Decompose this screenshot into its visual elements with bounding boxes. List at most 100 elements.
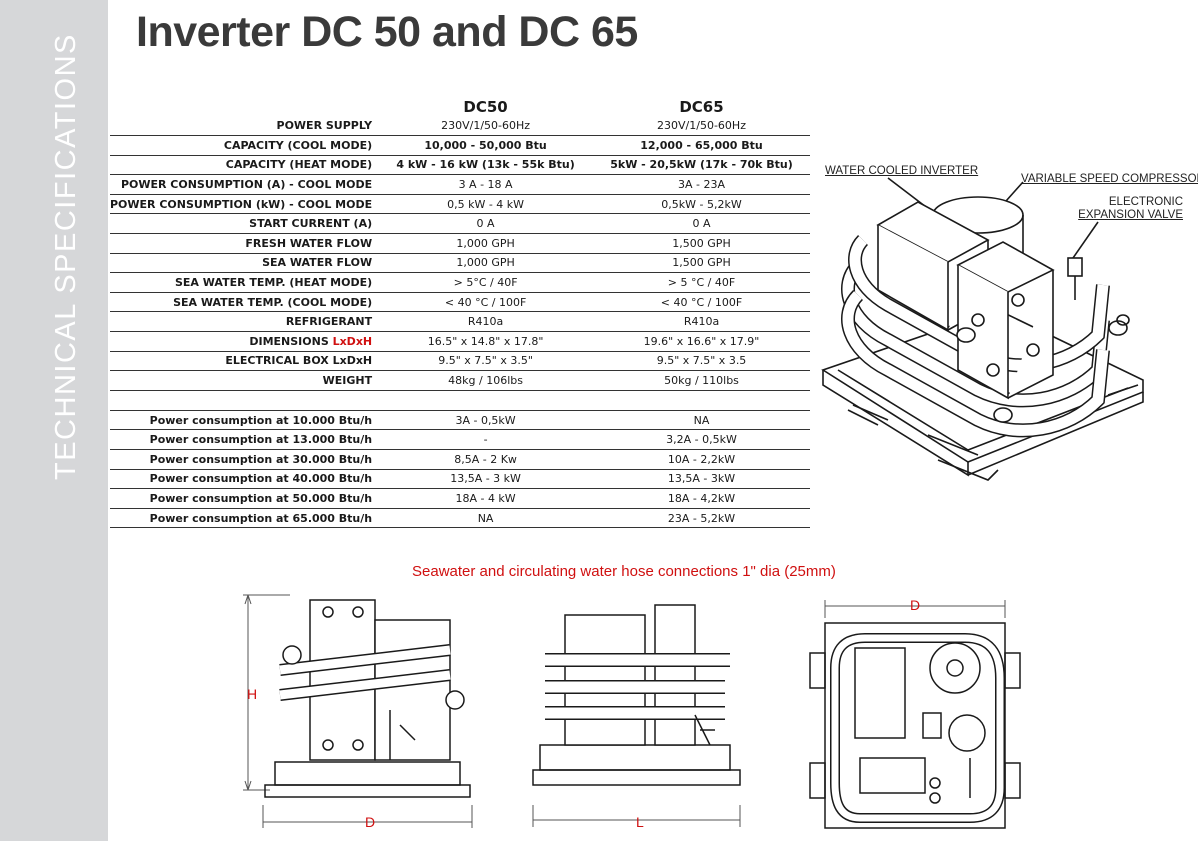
cell-dc65: 12,000 - 65,000 Btu: [593, 135, 810, 156]
row-label: CAPACITY (HEAT MODE): [110, 155, 379, 176]
cell-dc50: 18A - 4 kW: [378, 488, 594, 509]
hose-connection-note: Seawater and circulating water hose conn…: [412, 563, 836, 580]
cell-dc65: 1,500 GPH: [593, 253, 810, 274]
cell-dc65: 18A - 4,2kW: [593, 488, 810, 509]
power-row: Power consumption at 13.000 Btu/h-3,2A -…: [110, 429, 810, 450]
table-spacer-row: [110, 390, 810, 411]
power-row-label: Power consumption at 13.000 Btu/h: [110, 429, 379, 450]
cell-dc65: 3A - 23A: [593, 174, 810, 195]
cell-dc65: 3,2A - 0,5kW: [593, 429, 810, 450]
front-view-drawing: [243, 594, 473, 828]
row-label: CAPACITY (COOL MODE): [110, 135, 379, 156]
table-row: CAPACITY (HEAT MODE)4 kW - 16 kW (13k - …: [110, 155, 810, 176]
cell-dc65: 50kg / 110lbs: [593, 370, 810, 391]
power-row-label: Power consumption at 10.000 Btu/h: [110, 410, 379, 431]
row-label-red: LxDxH: [332, 334, 373, 348]
cell-dc50: 3 A - 18 A: [378, 174, 594, 195]
row-label: FRESH WATER FLOW: [110, 233, 379, 254]
cell-dc50: NA: [378, 508, 594, 529]
power-row-label: Power consumption at 50.000 Btu/h: [110, 488, 379, 509]
page-title: Inverter DC 50 and DC 65: [136, 8, 638, 56]
cell-dc65: 5kW - 20,5kW (17k - 70k Btu): [593, 155, 810, 176]
table-row: SEA WATER TEMP. (HEAT MODE)> 5°C / 40F> …: [110, 272, 810, 293]
cell-dc50: < 40 °C / 100F: [378, 292, 594, 313]
cell-dc65: 19.6" x 16.6" x 17.9": [593, 331, 810, 352]
cell-dc65: 9.5" x 7.5" x 3.5: [593, 351, 810, 372]
cell-dc50: R410a: [378, 311, 594, 333]
row-label-prefix: DIMENSIONS: [249, 334, 333, 348]
row-label: POWER CONSUMPTION (A) - COOL MODE: [110, 174, 379, 195]
table-row: DIMENSIONS LxDxH 16.5" x 14.8" x 17.8"19.…: [110, 331, 810, 352]
cell-dc50: -: [378, 429, 594, 450]
row-label: START CURRENT (A): [110, 213, 379, 235]
cell-dc50: 4 kW - 16 kW (13k - 55k Btu): [378, 155, 594, 176]
cell-dc50: 13,5A - 3 kW: [378, 469, 594, 490]
power-row-label: Power consumption at 65.000 Btu/h: [110, 508, 379, 529]
cell-dc65: > 5 °C / 40F: [593, 272, 810, 293]
cell-dc50: 9.5" x 7.5" x 3.5": [378, 351, 594, 372]
cell-dc50: 1,000 GPH: [378, 253, 594, 274]
column-header-dc50: DC50: [463, 98, 508, 116]
column-header-dc65: DC65: [679, 98, 724, 116]
top-view-drawing: [809, 600, 1021, 829]
cell-dc65: 13,5A - 3kW: [593, 469, 810, 490]
cell-dc65: 1,500 GPH: [593, 233, 810, 254]
cell-dc65: 0 A: [593, 213, 810, 235]
cell-dc50: 8,5A - 2 Kw: [378, 449, 594, 470]
cell-dc50: 230V/1/50-60Hz: [378, 116, 594, 137]
callout-expansion-valve-line2: EXPANSION VALVE: [1078, 209, 1183, 221]
unit-isometric-illustration: [821, 177, 1144, 481]
row-label: ELECTRICAL BOX LxDxH: [110, 351, 379, 372]
callout-expansion-valve-line1: ELECTRONIC: [1108, 196, 1183, 208]
table-header-row: DC50 DC65: [110, 94, 810, 116]
cell-dc65: 0,5kW - 5,2kW: [593, 194, 810, 215]
power-row-label: Power consumption at 40.000 Btu/h: [110, 469, 379, 490]
row-label: REFRIGERANT: [110, 311, 379, 333]
sidebar-band: TECHNICAL SPECIFICATIONS: [0, 0, 108, 841]
dimension-length-label: L: [636, 814, 644, 830]
row-label: SEA WATER FLOW: [110, 253, 379, 274]
callout-variable-speed-compressor: VARIABLE SPEED COMPRESSOR: [1021, 173, 1198, 185]
row-label: SEA WATER TEMP. (COOL MODE): [110, 292, 379, 313]
cell-dc65: 10A - 2,2kW: [593, 449, 810, 470]
cell-dc65: < 40 °C / 100F: [593, 292, 810, 313]
row-label: WEIGHT: [110, 370, 379, 391]
row-label: POWER SUPPLY: [110, 116, 379, 137]
dimension-height-label: H: [247, 686, 258, 702]
cell-dc50: > 5°C / 40F: [378, 272, 594, 293]
cell-dc50: 1,000 GPH: [378, 233, 594, 254]
cell-dc65: 230V/1/50-60Hz: [593, 116, 810, 137]
cell-dc50: 48kg / 106lbs: [378, 370, 594, 391]
side-view-drawing: [532, 604, 741, 827]
cell-dc65: 23A - 5,2kW: [593, 508, 810, 529]
cell-dc50: 16.5" x 14.8" x 17.8": [378, 331, 594, 352]
cell-dc50: 0,5 kW - 4 kW: [378, 194, 594, 215]
power-row-label: Power consumption at 30.000 Btu/h: [110, 449, 379, 470]
cell-dc65: R410a: [593, 311, 810, 333]
table-row: SEA WATER TEMP. (COOL MODE)< 40 °C / 100…: [110, 292, 810, 313]
dimension-depth-front-label: D: [365, 814, 376, 830]
callout-water-cooled-inverter: WATER COOLED INVERTER: [825, 165, 979, 177]
cell-dc50: 10,000 - 50,000 Btu: [378, 135, 594, 156]
row-label: POWER CONSUMPTION (kW) - COOL MODE: [110, 194, 379, 215]
sidebar-label: TECHNICAL SPECIFICATIONS: [50, 33, 82, 480]
row-label: SEA WATER TEMP. (HEAT MODE): [110, 272, 379, 293]
dimension-depth-top-label: D: [910, 597, 921, 613]
cell-dc65: NA: [593, 410, 810, 431]
cell-dc50: 0 A: [378, 213, 594, 235]
cell-dc50: 3A - 0,5kW: [378, 410, 594, 431]
